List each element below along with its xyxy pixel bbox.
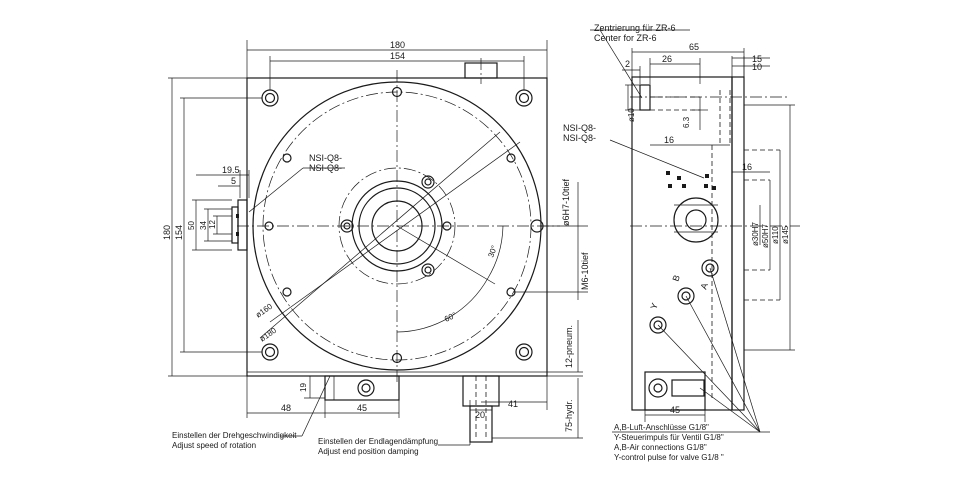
port-b-label: B <box>670 274 681 283</box>
side-dims-right: 16 ø30H7 ø50H7 ø110 ø145 <box>732 104 795 351</box>
label-hydr: 75-hydr. <box>564 399 574 432</box>
dim-12: 12 <box>208 220 217 229</box>
side-dim-16-a: 16 <box>664 135 674 145</box>
angle-60-label: 60° <box>443 311 458 324</box>
port-a-label: A <box>698 282 709 291</box>
dims-bottom: 48 45 19 20 41 <box>246 375 548 420</box>
dia-180-label: ø180 <box>258 325 279 343</box>
note-damp-en: Adjust end position damping <box>318 447 419 456</box>
dim-19: 19 <box>299 383 308 392</box>
side-dim-26: 26 <box>662 54 672 64</box>
label-6h7: ø6H7-10tief <box>561 178 571 226</box>
dim-19-5: 19.5 <box>222 165 240 175</box>
side-dim-10: 10 <box>752 62 762 72</box>
centering-en: Center for ZR-6 <box>594 33 657 43</box>
side-dims-top: 65 26 2 15 10 ø10 6.3 16 <box>622 42 770 146</box>
note-speed-de: Einstellen der Drehgeschwindigkeit <box>172 431 297 440</box>
front-view: ø160 ø180 60° 30° NSI-Q8- NSI-Q8- <box>162 40 590 456</box>
dim-45-front: 45 <box>357 403 367 413</box>
note-air-de: A,B-Luft-Anschlüsse G1/8" <box>614 423 709 432</box>
side-dim-65: 65 <box>689 42 699 52</box>
dims-top: 180 154 <box>246 40 548 90</box>
note-ctrl-de: Y-Steuerimpuls für Ventil G1/8" <box>614 433 724 442</box>
bottom-port-block <box>324 375 500 443</box>
side-dim-6-3: 6.3 <box>682 116 691 128</box>
dims-left: 180 154 50 34 12 19.5 5 <box>162 77 262 377</box>
dim-20: 20 <box>475 410 485 420</box>
side-dia-30h7: ø30H7 <box>751 221 760 246</box>
side-nsi-label-1: NSI-Q8- <box>563 123 596 133</box>
adjustment-notes: Einstellen der Drehgeschwindigkeit Adjus… <box>172 375 471 456</box>
side-dia-145: ø145 <box>781 225 790 244</box>
dia-160-label: ø160 <box>254 301 275 319</box>
side-view: A B Y NSI-Q8- NSI-Q8- Zentrierung für ZR… <box>563 23 800 462</box>
dim-154-left: 154 <box>174 225 184 240</box>
angle-30-label: 30° <box>486 244 499 258</box>
side-dim-15: 15 <box>752 54 762 64</box>
note-ctrl-en: Y-control pulse for valve G1/8 " <box>614 453 724 462</box>
note-air-en: A,B-Air connections G1/8" <box>614 443 707 452</box>
dim-50: 50 <box>187 221 196 230</box>
dim-154-top: 154 <box>390 51 405 61</box>
side-dia-110: ø110 <box>771 226 780 244</box>
side-dim-16-b: 16 <box>742 162 752 172</box>
centering-de: Zentrierung für ZR-6 <box>594 23 676 33</box>
nsi-label-1: NSI-Q8- <box>309 153 342 163</box>
table-holes <box>264 86 544 364</box>
side-rotor <box>673 197 719 243</box>
dim-180-left: 180 <box>162 225 172 240</box>
side-dim-2: 2 <box>625 59 630 69</box>
nsi-label-2: NSI-Q8- <box>309 163 342 173</box>
dims-right: ø6H7-10tief M6-10tief 12-pneum. 75-hydr. <box>492 178 590 439</box>
dim-180-top: 180 <box>390 40 405 50</box>
side-dia-50h7: ø50H7 <box>761 223 770 248</box>
sensor-dots <box>666 171 716 190</box>
port-y-label: Y <box>648 302 659 311</box>
side-dim-45: 45 <box>670 405 680 415</box>
side-dia-10: ø10 <box>627 108 636 122</box>
note-speed-en: Adjust speed of rotation <box>172 441 256 450</box>
side-nsi-label-2: NSI-Q8- <box>563 133 596 143</box>
dim-34: 34 <box>199 221 208 230</box>
label-pneum: 12-pneum. <box>564 325 574 368</box>
dim-41: 41 <box>508 399 518 409</box>
note-damp-de: Einstellen der Endlagendämpfung <box>318 437 438 446</box>
label-m6: M6-10tief <box>580 252 590 290</box>
side-ports <box>644 259 719 411</box>
dim-5: 5 <box>231 176 236 186</box>
sensor-left <box>231 199 248 251</box>
port-notes: A,B-Luft-Anschlüsse G1/8" Y-Steuerimpuls… <box>614 423 724 462</box>
side-dims-bottom: 45 <box>644 405 706 422</box>
dim-48: 48 <box>281 403 291 413</box>
